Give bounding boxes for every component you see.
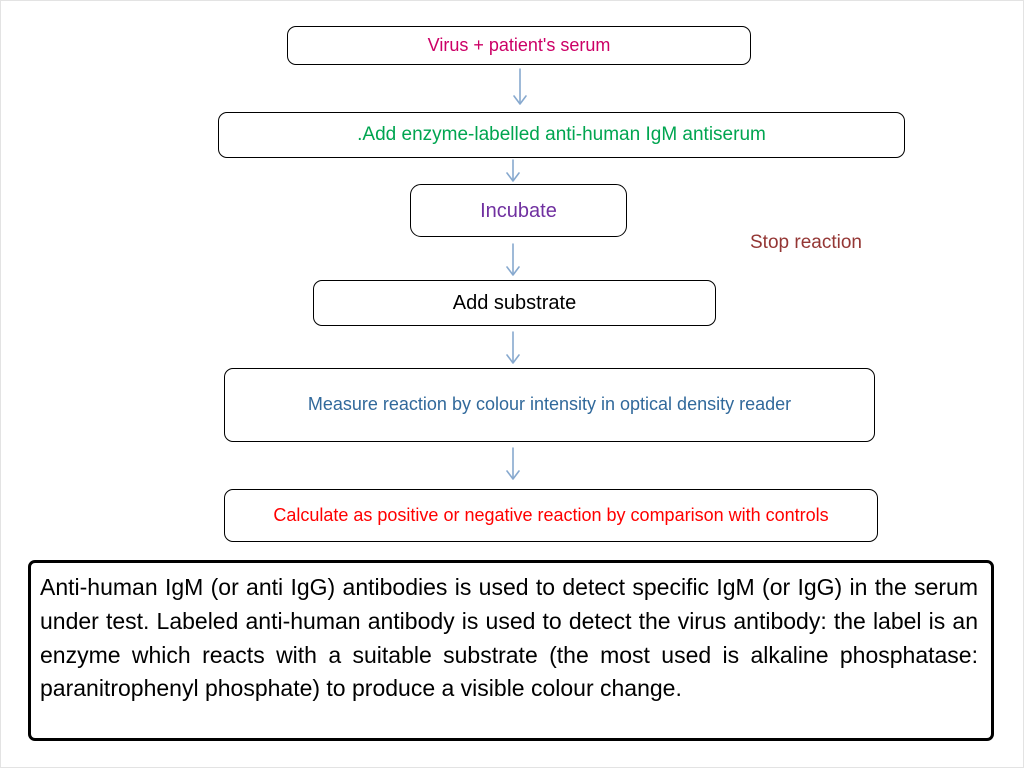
flow-step-virus-serum: Virus + patient's serum bbox=[287, 26, 751, 65]
explanation-note-box: Anti-human IgM (or anti IgG) antibodies … bbox=[28, 560, 994, 741]
flow-arrow-down-1 bbox=[513, 68, 527, 105]
flow-arrow-down-2 bbox=[506, 159, 520, 182]
flow-arrow-down-5 bbox=[506, 447, 520, 480]
flow-step-calculate-result: Calculate as positive or negative reacti… bbox=[224, 489, 878, 542]
flow-arrow-down-4 bbox=[506, 331, 520, 364]
flow-step-add-substrate-label: Add substrate bbox=[452, 292, 577, 314]
explanation-note-text: Anti-human IgM (or anti IgG) antibodies … bbox=[40, 574, 978, 702]
flow-step-measure-reaction-label: Measure reaction by colour intensity in … bbox=[307, 394, 792, 415]
flow-step-incubate-label: Incubate bbox=[480, 199, 557, 222]
flow-step-measure-reaction: Measure reaction by colour intensity in … bbox=[224, 368, 875, 442]
flow-step-add-substrate: Add substrate bbox=[313, 280, 716, 326]
flow-step-calculate-result-label: Calculate as positive or negative reacti… bbox=[273, 504, 829, 525]
flow-step-incubate: Incubate bbox=[410, 184, 627, 237]
flow-arrow-down-3 bbox=[506, 243, 520, 276]
stop-reaction-label: Stop reaction bbox=[750, 232, 862, 253]
flow-step-virus-serum-label: Virus + patient's serum bbox=[427, 34, 611, 55]
flow-step-add-antiserum-label: .Add enzyme-labelled anti-human IgM anti… bbox=[357, 123, 766, 145]
flow-step-add-antiserum: .Add enzyme-labelled anti-human IgM anti… bbox=[218, 112, 905, 158]
